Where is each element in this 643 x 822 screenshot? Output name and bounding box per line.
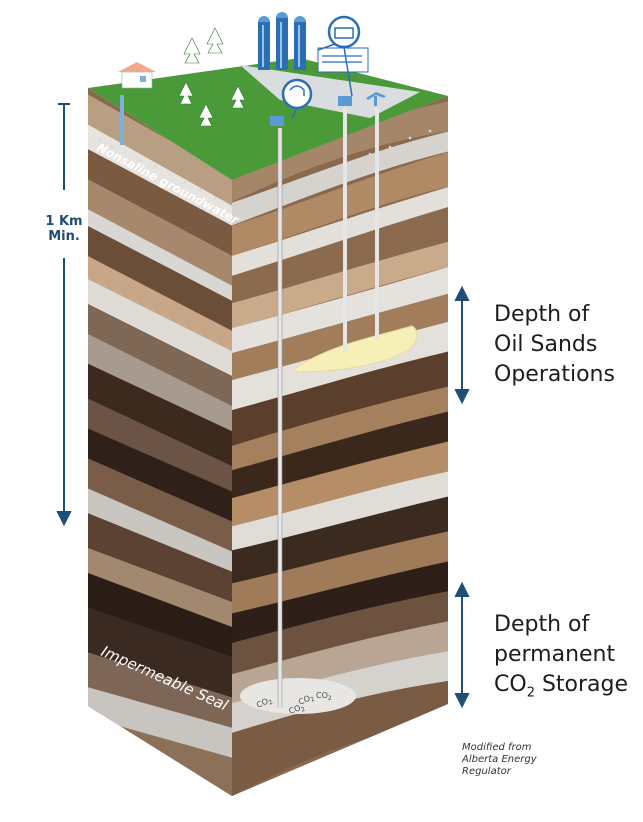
km-line-1: 1 Km: [45, 214, 83, 229]
co2-line-1: Depth of: [494, 612, 590, 637]
oil-sands-depth-label: Depth of Oil Sands Operations: [494, 300, 615, 390]
svg-text:CO2: CO2: [316, 691, 332, 702]
svg-text:CO2: CO2: [288, 702, 307, 718]
industrial-facility: [258, 12, 369, 73]
magnifier-icon: [281, 15, 361, 110]
oil-sands-line-1: Depth of: [494, 302, 590, 327]
pumpjacks: [270, 92, 386, 126]
groundwater-band: [98, 129, 432, 208]
co2-line-3: CO2 Storage: [494, 672, 629, 701]
connector-lines: [291, 43, 353, 119]
co2-storage-depth-label: Depth of permanent CO2 Storage: [494, 610, 628, 700]
oil-sands-line-3: Operations: [494, 362, 615, 387]
credit-line-1: Modified from: [462, 742, 532, 753]
co2-storage-zone: [240, 678, 356, 714]
co2-markers: CO2 CO2 CO2 CO2: [255, 691, 332, 718]
km-line-2: Min.: [48, 229, 80, 244]
oil-sands-line-2: Oil Sands: [494, 332, 598, 357]
source-credit: Modified from Alberta Energy Regulator: [462, 742, 537, 778]
credit-line-3: Regulator: [462, 766, 511, 777]
trees: [178, 27, 246, 127]
wellbores: [278, 108, 379, 708]
depth-arrows: [56, 103, 470, 709]
credit-line-2: Alberta Energy: [462, 754, 537, 765]
house: [118, 62, 156, 89]
water-well: [120, 95, 124, 145]
co2-line-2: permanent: [494, 642, 616, 667]
depth-1km-label: 1 Km Min.: [39, 214, 89, 244]
